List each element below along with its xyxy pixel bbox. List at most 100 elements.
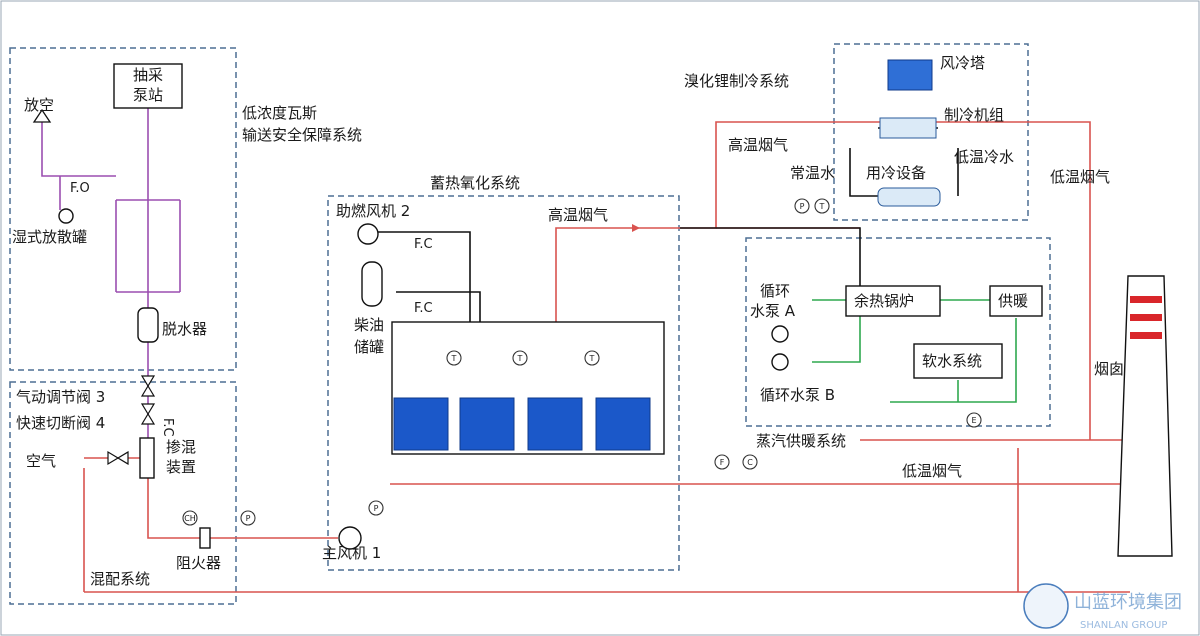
- heating-unit: [989, 285, 1043, 317]
- hot-p-gauge-letter: P: [800, 202, 805, 211]
- fc-vertical-label: F.C: [160, 418, 175, 437]
- main-fan-icon: [338, 526, 362, 550]
- mixing-system-box: [9, 381, 237, 605]
- flame-arrester: [199, 527, 211, 549]
- pump-a-label-1: 循环: [760, 282, 790, 300]
- flame-arrester-label: 阻火器: [176, 554, 221, 572]
- air-label: 空气: [26, 452, 56, 470]
- main-fan-p-gauge-letter: P: [374, 504, 379, 513]
- e-gauge-letter: E: [971, 416, 976, 425]
- chiller-icon: [879, 117, 937, 139]
- low-flue-label-1: 低温烟气: [1050, 168, 1110, 186]
- hot-flue-line: [555, 121, 1091, 440]
- normal-water-label: 常温水: [790, 164, 835, 182]
- rto-t-gauge-3-letter: T: [589, 354, 595, 363]
- mixer-device: [139, 437, 155, 479]
- main-fan-label: 主风机 1: [322, 544, 381, 562]
- regen-bed-3: [527, 397, 583, 451]
- rto-t-gauge-2-letter: T: [517, 354, 523, 363]
- pneumatic-valve-icon: [140, 375, 156, 397]
- ch-gauge-letter: CH: [184, 514, 196, 523]
- hot-flue-arrow: [632, 224, 640, 232]
- rto-t-gauge-3: [584, 350, 600, 366]
- rto-t-gauge-1: [446, 350, 462, 366]
- vent-line: [41, 120, 116, 177]
- mixing-system-label: 混配系统: [90, 570, 150, 588]
- chiller-label: 制冷机组: [944, 106, 1004, 124]
- regen-bed-1: [393, 397, 449, 451]
- gauge-group: P CH F C P T E T T T P: [182, 198, 982, 526]
- pressure-gauge-letter: P: [246, 514, 251, 523]
- hot-flue-label-2: 高温烟气: [728, 136, 788, 154]
- boiler-label: 余热锅炉: [854, 292, 914, 310]
- pump-b-label: 循环水泵 B: [760, 386, 835, 404]
- pump-station-label-1: 抽采: [133, 66, 163, 84]
- regen-bed-4: [595, 397, 651, 451]
- main-fan-p-gauge: [368, 500, 384, 516]
- cooling-tower-label: 风冷塔: [940, 54, 985, 72]
- fan2-icon: [357, 223, 379, 245]
- cold-equipment-label: 用冷设备: [866, 164, 926, 182]
- hot-flue-boiler-black: [680, 227, 861, 286]
- pump-b-line: [812, 310, 861, 363]
- fan2-label: 助燃风机 2: [336, 202, 410, 220]
- hot-t-gauge-icon: [814, 198, 830, 214]
- low-gas-system-box: [9, 47, 237, 371]
- heating-return: [890, 318, 1017, 403]
- soft-water-label: 软水系统: [922, 352, 982, 370]
- heating-label: 供暖: [998, 292, 1028, 310]
- chimney-stripe-2: [1130, 314, 1162, 321]
- watermark-cn: 山蓝环境集团: [1074, 592, 1182, 613]
- low-temp-water-label: 低温冷水: [954, 148, 1014, 166]
- quick-shutoff-valve-icon: [140, 403, 156, 425]
- regen-bed-2: [459, 397, 515, 451]
- hot-t-gauge-letter: T: [819, 202, 825, 211]
- hot-flue-label-1: 高温烟气: [548, 206, 608, 224]
- low-gas-label-1: 低浓度瓦斯: [242, 104, 317, 122]
- rto-t-gauge-2: [512, 350, 528, 366]
- dewater-vessel: [137, 307, 159, 343]
- diesel-label-2: 储罐: [354, 338, 384, 356]
- refrigeration-system-box: [833, 43, 1029, 221]
- ch-gauge-icon: [182, 510, 198, 526]
- cooling-tower-icon: [887, 59, 933, 91]
- e-gauge-icon: [966, 412, 982, 428]
- steam-system-box: [745, 237, 1051, 427]
- diesel-label-1: 柴油: [354, 316, 384, 334]
- chimney-label: 烟囱: [1094, 360, 1124, 378]
- flow-gauge-letter: F: [720, 458, 725, 467]
- wet-tank-icon: [58, 208, 74, 224]
- chimney-body: [1117, 275, 1173, 557]
- watermark-logo: [1023, 583, 1069, 629]
- flow-gauge-icon: [714, 454, 730, 470]
- rto-system-box: [327, 195, 680, 571]
- fc1-label: F.C: [414, 237, 433, 252]
- pump-a-label-2: 水泵 A: [750, 302, 796, 320]
- diesel-tank: [361, 261, 383, 307]
- pump-station: [113, 63, 183, 109]
- air-valve-icon: [107, 450, 129, 466]
- rto-system-label: 蓄热氧化系统: [430, 174, 520, 192]
- fc2-label: F.C: [414, 301, 433, 316]
- vent-icon: [32, 108, 52, 123]
- pump-a-icon: [771, 325, 789, 343]
- chilled-water-loop: [849, 148, 959, 197]
- waste-heat-boiler: [845, 285, 941, 317]
- quick-valve-label: 快速切断阀 4: [16, 414, 105, 432]
- mixed-gas-line: [147, 476, 270, 539]
- dewater-loops: [115, 199, 181, 293]
- refrigeration-label: 溴化锂制冷系统: [684, 72, 789, 90]
- vent-label: 放空: [24, 96, 54, 114]
- watermark-en: SHANLAN GROUP: [1080, 620, 1167, 631]
- low-flue-label-2: 低温烟气: [902, 462, 962, 480]
- wet-tank-label: 湿式放散罐: [12, 228, 87, 246]
- mixer-label-1: 掺混: [166, 438, 196, 456]
- dewater-label: 脱水器: [162, 320, 207, 338]
- diesel-line: [396, 291, 481, 322]
- pressure-gauge-icon: [240, 510, 256, 526]
- concentration-gauge-icon: [742, 454, 758, 470]
- cold-equipment-icon: [877, 187, 941, 207]
